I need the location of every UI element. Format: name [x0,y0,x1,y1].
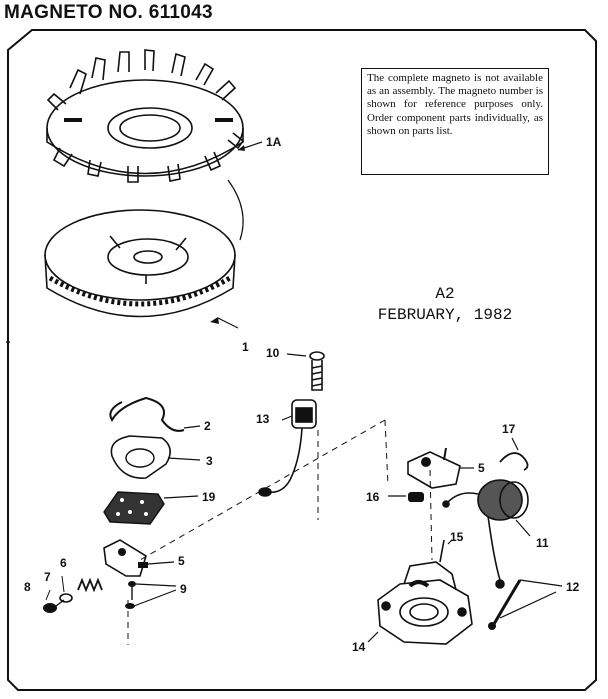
revision-code: A2 [435,285,455,303]
callout-5-right: 5 [478,461,485,475]
spring-clip-icon [109,396,185,432]
flywheel-icon [44,209,236,318]
callout-17: 17 [502,422,516,436]
breaker-point-icon [377,539,473,645]
callout-10: 10 [266,346,280,360]
callout-13: 13 [256,412,270,426]
callout-8: 8 [24,580,31,594]
callout-15: 15 [450,530,464,544]
assembly-note: The complete magneto is not available as… [361,68,549,175]
condenser-icon [442,479,529,589]
callout-14: 14 [352,640,366,654]
diagram-border [7,29,597,691]
revision-block: A2 FEBRUARY, 1982 [335,284,555,326]
page-title: MAGNETO NO. 611043 [4,2,213,23]
revision-date: FEBRUARY, 1982 [377,306,513,324]
mounting-bracket-icon [103,539,147,577]
gasket-icon [103,491,165,525]
callout-5-left: 5 [178,554,185,568]
callout-16: 16 [366,490,380,504]
callout-7: 7 [44,570,51,584]
callout-1a: 1A [266,135,282,149]
callout-19: 19 [202,490,216,504]
callout-3: 3 [206,454,213,468]
flywheel-fan-icon [46,49,245,183]
spring-icon [77,577,103,593]
callout-9: 9 [180,582,187,596]
callout-12: 12 [566,580,580,594]
cover-icon [110,435,171,479]
callout-11: 11 [536,536,549,550]
callout-6: 6 [60,556,67,570]
coil-icon [258,351,325,497]
callout-2: 2 [204,419,211,433]
callout-1: 1 [242,340,249,354]
